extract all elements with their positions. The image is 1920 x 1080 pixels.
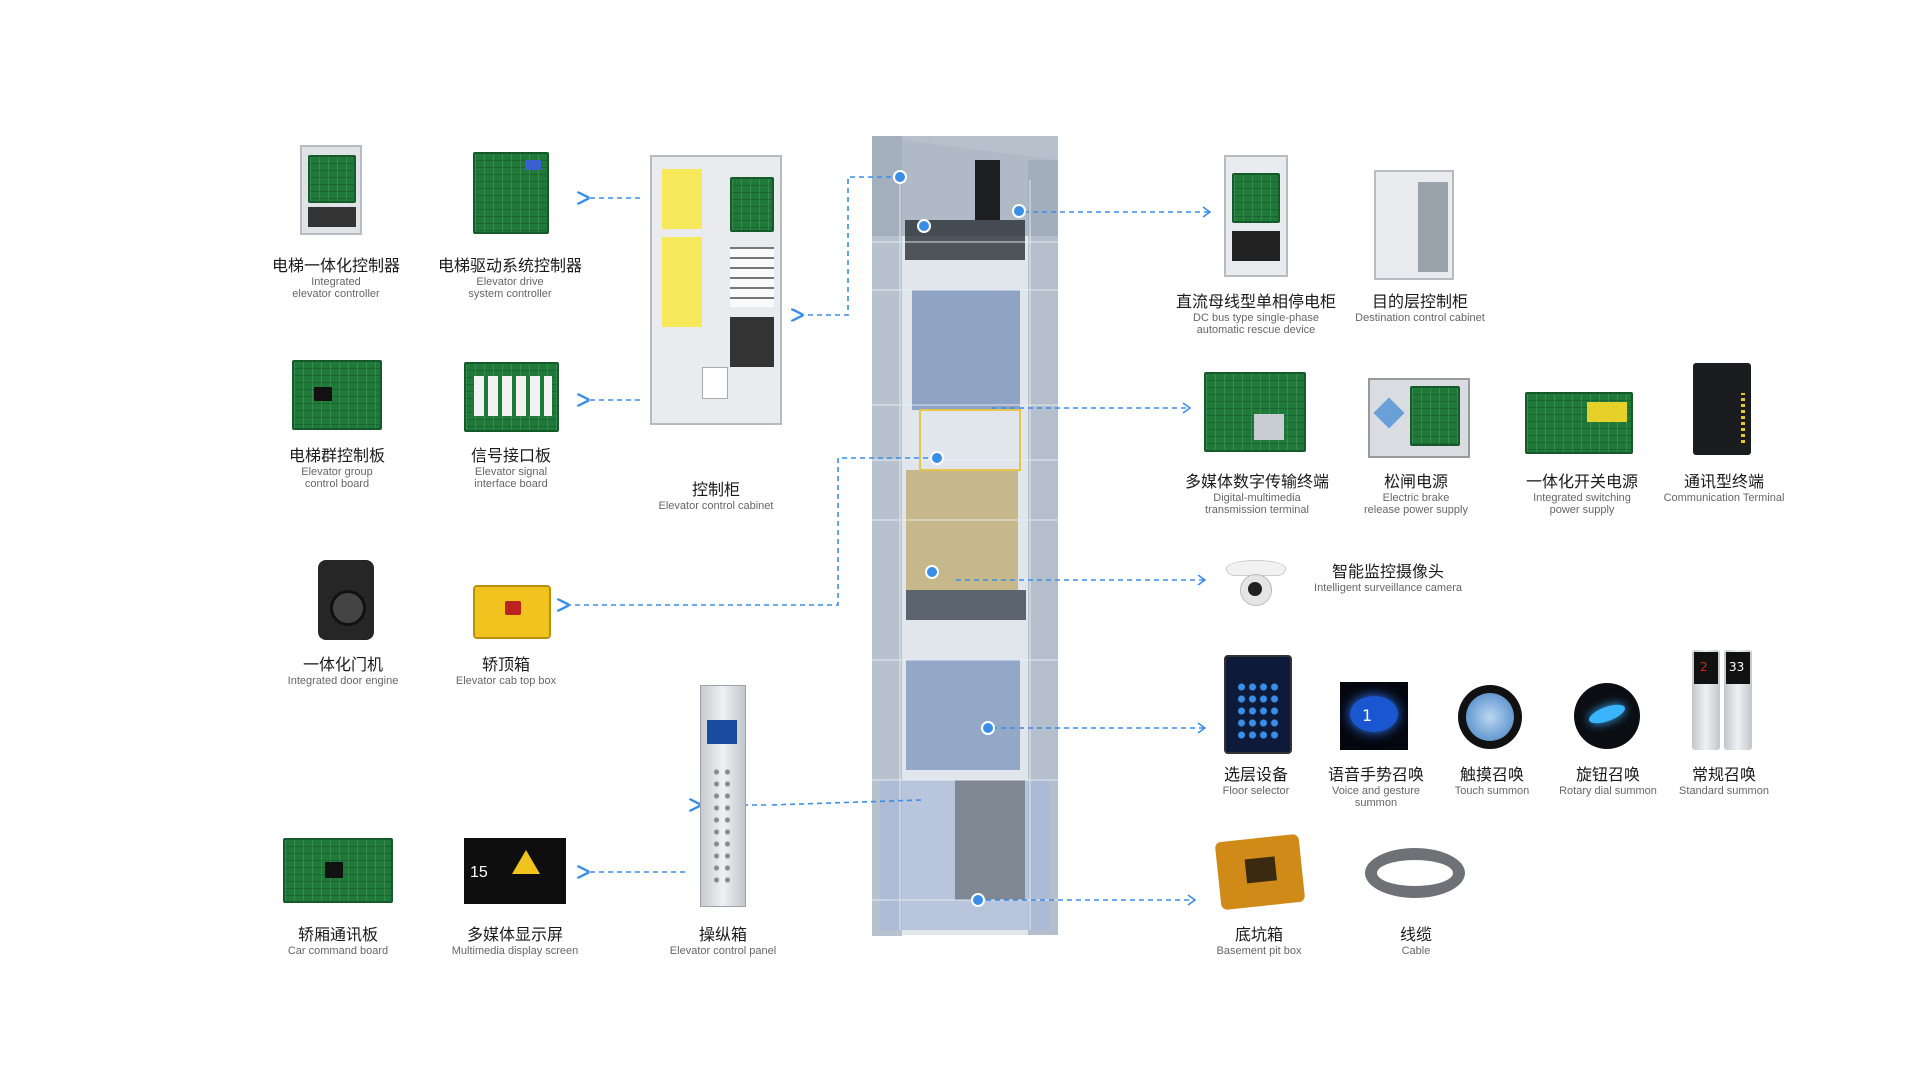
label-signal-board: 信号接口板 Elevator signal interface board bbox=[470, 446, 552, 490]
label-brake-power: 松闸电源 Electric brake release power supply bbox=[1364, 472, 1468, 516]
label-cab-top-box: 轿顶箱 Elevator cab top box bbox=[455, 655, 557, 687]
label-standard-summon: 常规召唤 Standard summon bbox=[1679, 765, 1769, 797]
screen-floor-number: 15 bbox=[470, 864, 488, 881]
control-cabinet-image bbox=[650, 155, 782, 425]
label-touch-summon: 触摸召唤 Touch summon bbox=[1454, 765, 1530, 797]
car-command-board-image bbox=[283, 838, 393, 903]
control-panel-image bbox=[700, 685, 746, 907]
label-comm-terminal: 通讯型终端 Communication Terminal bbox=[1663, 472, 1785, 504]
brake-power-image bbox=[1368, 378, 1470, 458]
voice-gesture-image: 1 bbox=[1340, 682, 1408, 750]
label-multimedia-screen: 多媒体显示屏 Multimedia display screen bbox=[451, 925, 579, 957]
voice-floor-number: 1 bbox=[1362, 706, 1373, 725]
label-door-engine: 一体化门机 Integrated door engine bbox=[287, 655, 399, 687]
floor-selector-image bbox=[1224, 655, 1292, 754]
label-destination-cabinet: 目的层控制柜 Destination control cabinet bbox=[1355, 292, 1485, 324]
label-cable: 线缆 Cable bbox=[1399, 925, 1433, 957]
camera-image bbox=[1226, 560, 1286, 606]
label-dc-bus-ard: 直流母线型单相停电柜 DC bus type single-phase auto… bbox=[1175, 292, 1337, 336]
label-floor-selector: 选层设备 Floor selector bbox=[1222, 765, 1290, 797]
standard-summon-floor-b: 33 bbox=[1729, 660, 1745, 674]
cab-top-box-image bbox=[473, 585, 551, 639]
label-voice-gesture: 语音手势召唤 Voice and gesture summon bbox=[1327, 765, 1425, 809]
destination-cabinet-image bbox=[1374, 170, 1454, 280]
integrated-controller-image bbox=[300, 145, 362, 235]
label-camera: 智能监控摄像头 Intelligent surveillance camera bbox=[1314, 562, 1462, 594]
label-drive-controller: 电梯驱动系统控制器 Elevator drive system controll… bbox=[437, 256, 583, 300]
rotary-summon-image bbox=[1574, 683, 1640, 749]
label-integrated-controller: 电梯一体化控制器 Integrated elevator controller bbox=[271, 256, 401, 300]
dc-bus-ard-image bbox=[1224, 155, 1288, 277]
signal-board-image bbox=[464, 362, 559, 432]
cable-image bbox=[1365, 848, 1465, 898]
label-car-command-board: 轿厢通讯板 Car command board bbox=[287, 925, 389, 957]
group-board-image bbox=[292, 360, 382, 430]
label-control-panel: 操纵箱 Elevator control panel bbox=[669, 925, 777, 957]
standard-summon-image-a: 2 bbox=[1692, 650, 1720, 750]
switching-power-image bbox=[1525, 392, 1633, 454]
touch-summon-image bbox=[1458, 685, 1522, 749]
comm-terminal-image bbox=[1693, 363, 1751, 455]
elevator-shaft bbox=[872, 136, 1058, 936]
standard-summon-image-b: 33 bbox=[1724, 650, 1752, 750]
label-rotary-summon: 旋钮召唤 Rotary dial summon bbox=[1559, 765, 1657, 797]
label-switching-power: 一体化开关电源 Integrated switching power suppl… bbox=[1525, 472, 1639, 516]
label-pit-box: 底坑箱 Basement pit box bbox=[1216, 925, 1302, 957]
standard-summon-floor-a: 2 bbox=[1700, 660, 1708, 674]
label-multimedia-terminal: 多媒体数字传输终端 Digital-multimedia transmissio… bbox=[1184, 472, 1330, 516]
label-group-board: 电梯群控制板 Elevator group control board bbox=[288, 446, 386, 490]
drive-controller-image bbox=[473, 152, 549, 234]
multimedia-screen-image: 15 bbox=[464, 838, 566, 904]
label-control-cabinet: 控制柜 Elevator control cabinet bbox=[658, 480, 774, 512]
pit-box-image bbox=[1214, 833, 1306, 911]
door-engine-image bbox=[318, 560, 374, 640]
multimedia-terminal-image bbox=[1204, 372, 1306, 452]
